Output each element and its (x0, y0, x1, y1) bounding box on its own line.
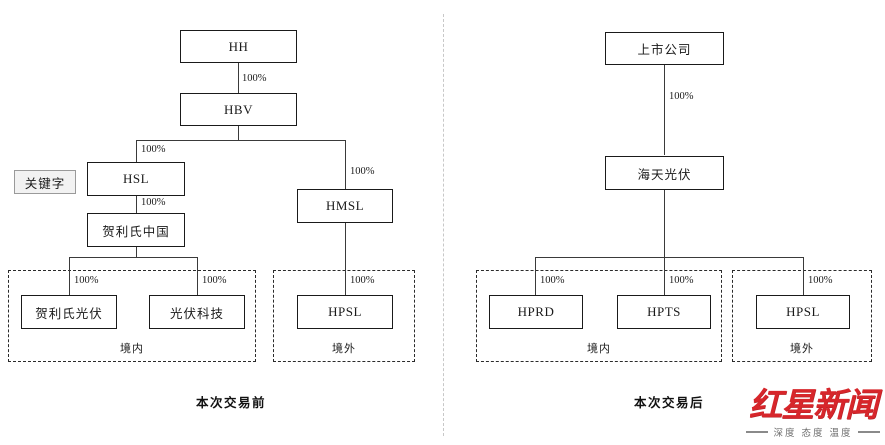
edge-label-hh-hbv: 100% (242, 73, 267, 84)
edge-htpv-bus (535, 257, 803, 259)
region-domestic-before-label: 境内 (120, 342, 144, 355)
keyword-tag[interactable]: 关键字 (14, 170, 76, 194)
logo-tagline: 深度 态度 温度 (773, 428, 853, 439)
edge-label-htpv-hpts: 100% (669, 275, 694, 286)
node-hprd[interactable]: HPRD (489, 295, 583, 329)
region-offshore-after-label: 境外 (790, 342, 814, 355)
edge-label-hbv-hsl: 100% (141, 144, 166, 155)
node-heraeus-china[interactable]: 贺利氏中国 (87, 213, 185, 247)
node-hsl[interactable]: HSL (87, 162, 185, 196)
edge-label-htpv-hpsl: 100% (808, 275, 833, 286)
edge-hlsch-bus (69, 257, 197, 259)
region-offshore-before-label: 境外 (332, 342, 356, 355)
panel-divider (443, 14, 444, 436)
edge-hbv-hsl (136, 140, 138, 162)
node-hpsl-before[interactable]: HPSL (297, 295, 393, 329)
region-offshore-after (732, 270, 872, 362)
region-domestic-after (476, 270, 722, 362)
edge-label-listco-htpv: 100% (669, 91, 694, 102)
edge-label-htpv-hprd: 100% (540, 275, 565, 286)
caption-after: 本次交易后 (634, 395, 705, 410)
node-hpts[interactable]: HPTS (617, 295, 711, 329)
caption-before: 本次交易前 (196, 395, 267, 410)
edge-hbv-stem (238, 126, 240, 141)
edge-listco-htpv (664, 65, 666, 155)
edge-htpv-hprd (535, 257, 537, 295)
region-offshore-before (273, 270, 415, 362)
edge-hbv-hmsl (345, 140, 347, 189)
node-haitian-pv[interactable]: 海天光伏 (605, 156, 724, 190)
edge-hbv-bus (136, 140, 346, 142)
region-domestic-before (8, 270, 256, 362)
node-hmsl[interactable]: HMSL (297, 189, 393, 223)
edge-label-hsl-hlsch: 100% (141, 197, 166, 208)
logo-brand-text: 红星新闻 (749, 385, 878, 424)
edge-hh-hbv (238, 62, 240, 94)
region-domestic-after-label: 境内 (587, 342, 611, 355)
node-hpsl-after[interactable]: HPSL (756, 295, 850, 329)
logo-rule-left (746, 431, 769, 433)
edge-htpv-hpsl (803, 257, 805, 295)
edge-label-hmsl-hpsl: 100% (350, 275, 375, 286)
node-hh[interactable]: HH (180, 30, 297, 63)
node-hbv[interactable]: HBV (180, 93, 297, 126)
node-pv-technology[interactable]: 光伏科技 (149, 295, 245, 329)
edge-hlsch-pvtech (197, 257, 199, 295)
node-listed-company[interactable]: 上市公司 (605, 32, 724, 65)
edge-label-hlsch-hlspv: 100% (74, 275, 99, 286)
edge-htpv-stem (664, 190, 666, 295)
logo-tagline-row: 深度 态度 温度 (745, 425, 881, 439)
logo-rule-right (857, 431, 880, 433)
edge-label-hbv-hmsl: 100% (350, 166, 375, 177)
red-star-news-logo: 红星新闻 深度 态度 温度 (745, 388, 881, 439)
edge-hmsl-hpsl (345, 222, 347, 295)
edge-label-hlsch-pvtech: 100% (202, 275, 227, 286)
edge-hlsch-hlspv (69, 257, 71, 295)
edge-hsl-hlsch (136, 196, 138, 213)
node-heraeus-pv[interactable]: 贺利氏光伏 (21, 295, 117, 329)
edge-hlsch-stem (136, 247, 138, 258)
